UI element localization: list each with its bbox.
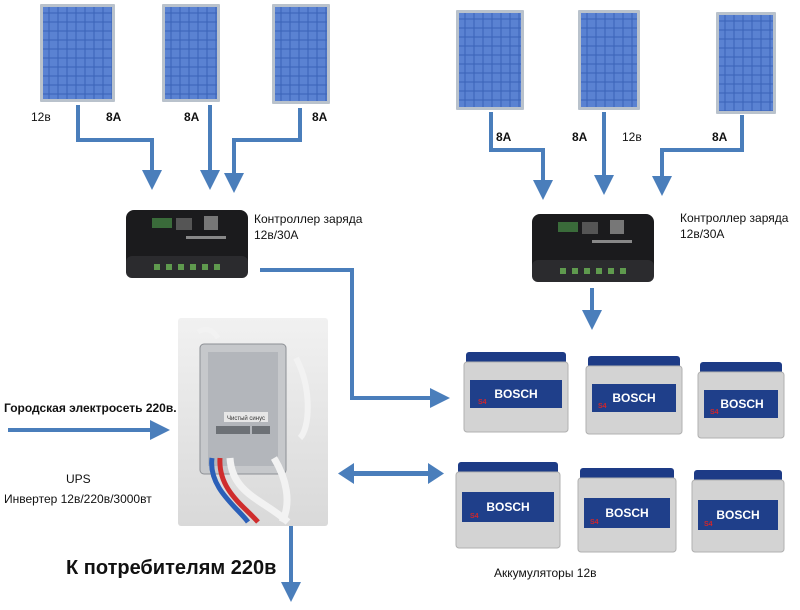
left-panel-label-current-3: 8А	[312, 110, 328, 124]
right-panel-label-voltage: 12в	[622, 130, 642, 144]
battery-6: BOSCH S4	[688, 462, 788, 561]
battery-model: S4	[478, 399, 487, 406]
solar-panel-icon	[272, 4, 330, 104]
ups-inverter: Чистый синус	[178, 318, 328, 526]
left-controller-label-line1: Контроллер заряда	[254, 212, 363, 226]
ups-device-label: Чистый синус	[227, 415, 265, 422]
arrow-left-panel3	[224, 108, 302, 193]
battery-1: BOSCH S4	[460, 344, 572, 441]
car-battery-icon: BOSCH S4	[455, 462, 561, 549]
ups-inverter-icon: Чистый синус	[196, 327, 311, 525]
left-panel-label-current-1: 8А	[106, 110, 122, 124]
car-battery-icon: BOSCH S4	[577, 468, 677, 553]
city-power-label: Городская электросеть 220в.	[4, 401, 177, 415]
left-controller-label: Контроллер заряда 12в/30А	[254, 211, 362, 243]
battery-3: BOSCH S4	[694, 354, 788, 447]
solar-panel-left-2	[162, 4, 220, 107]
arrow-right-panel3	[652, 115, 744, 196]
car-battery-icon: BOSCH S4	[585, 356, 683, 435]
battery-4: BOSCH S4	[452, 454, 564, 557]
charge-controller-left	[124, 206, 250, 285]
battery-brand: BOSCH	[486, 500, 529, 514]
battery-brand: BOSCH	[612, 391, 655, 405]
charge-controller-right	[530, 210, 656, 289]
solar-panel-right-3	[716, 12, 776, 119]
solar-panel-icon	[40, 4, 115, 102]
battery-brand: BOSCH	[720, 397, 763, 411]
battery-model: S4	[598, 403, 607, 410]
battery-model: S4	[590, 519, 599, 526]
arrow-ups-batteries-bidirectional	[338, 463, 444, 484]
batteries-label: Аккумуляторы 12в	[494, 566, 597, 580]
solar-panel-icon	[578, 10, 640, 110]
arrow-left-controller-to-batteries	[260, 268, 450, 408]
consumers-label: К потребителям 220в	[66, 557, 277, 579]
car-battery-icon: BOSCH S4	[463, 352, 569, 433]
solar-panel-right-1	[456, 10, 524, 115]
solar-panel-icon	[716, 12, 776, 114]
right-panel-label-current-2: 8А	[572, 130, 588, 144]
solar-panel-right-2	[578, 10, 640, 115]
charge-controller-icon	[126, 210, 248, 278]
battery-model: S4	[470, 513, 479, 520]
left-panel-label-current-2: 8А	[184, 110, 200, 124]
right-controller-label-line1: Контроллер заряда	[680, 211, 789, 225]
battery-brand: BOSCH	[494, 387, 537, 401]
charge-controller-icon	[532, 214, 654, 282]
right-controller-label: Контроллер заряда 12в/30А	[680, 210, 788, 242]
car-battery-icon: BOSCH S4	[691, 470, 785, 553]
arrow-left-panel1	[76, 105, 162, 190]
right-controller-label-line2: 12в/30А	[680, 227, 725, 241]
battery-brand: BOSCH	[605, 506, 648, 520]
battery-2: BOSCH S4	[582, 348, 686, 443]
solar-panel-left-1	[40, 4, 115, 107]
arrow-right-panel1	[489, 112, 553, 200]
solar-panel-left-3	[272, 4, 330, 109]
left-controller-label-line2: 12в/30А	[254, 228, 299, 242]
car-battery-icon: BOSCH S4	[697, 362, 785, 439]
right-panel-label-current-3: 8А	[712, 130, 728, 144]
right-panel-label-current-1: 8А	[496, 130, 512, 144]
battery-model: S4	[710, 409, 719, 416]
ups-inverter-spec-label: Инвертер 12в/220в/3000вт	[4, 492, 152, 506]
solar-panel-icon	[456, 10, 524, 110]
left-panel-label-voltage: 12в	[31, 110, 51, 124]
ups-label: UPS	[66, 472, 91, 486]
battery-5: BOSCH S4	[574, 460, 680, 561]
solar-panel-icon	[162, 4, 220, 102]
battery-brand: BOSCH	[716, 508, 759, 522]
battery-model: S4	[704, 521, 713, 528]
